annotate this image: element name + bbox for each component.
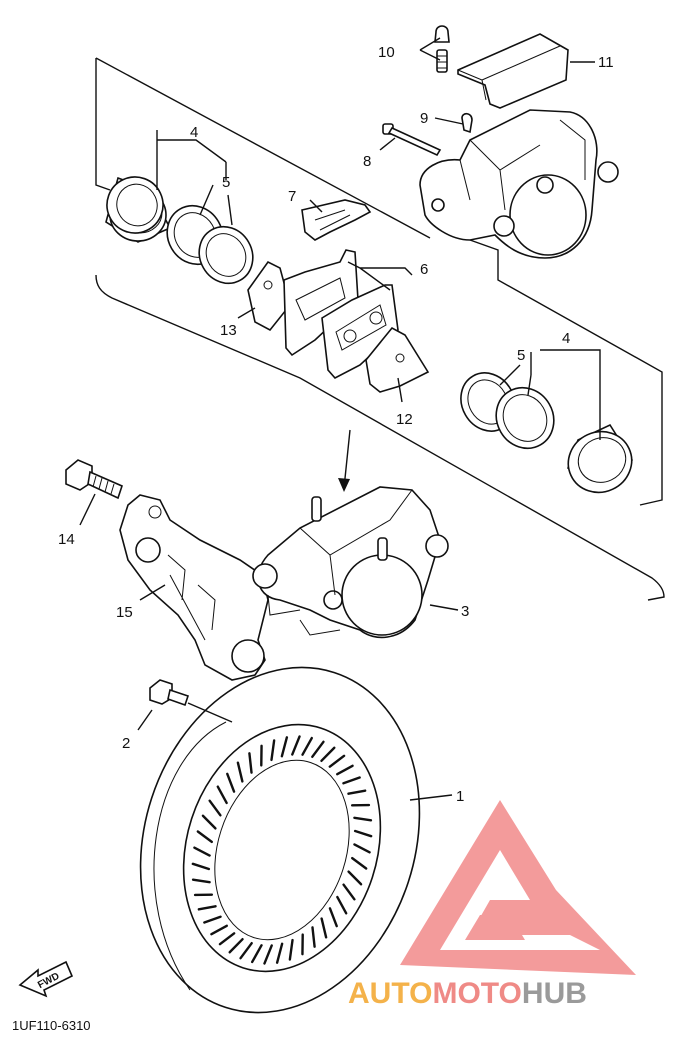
pad-spring [301, 199, 372, 241]
disc-vent-slot [193, 846, 211, 857]
callout-1: 1 [456, 788, 464, 805]
disc-vent-slot [347, 870, 363, 886]
leader-lines [79, 37, 601, 801]
disc-vent-slot [291, 735, 301, 756]
caliper-assembly [252, 486, 449, 639]
bleed-screw [434, 25, 450, 73]
disc-vent-slot [228, 937, 244, 954]
disc-vent-slot [320, 746, 336, 763]
disc-vent-slot [311, 740, 325, 758]
disc-vent-slot [311, 926, 316, 948]
callout-4-right: 4 [562, 330, 570, 347]
disc-vent-slot [301, 736, 314, 756]
fwd-arrow: FWD [18, 960, 74, 998]
disc-vent-slot [191, 878, 211, 884]
callout-5: 5 [222, 174, 230, 191]
disc-vent-slot [336, 895, 348, 915]
brake-pads [283, 249, 399, 379]
watermark-hub: HUB [522, 977, 587, 1010]
disc-vent-slot [248, 752, 253, 774]
watermark-text: AUTOMOTOHUB [348, 977, 587, 1010]
disc-vent-slot [216, 785, 228, 805]
diagram-code: 1UF110-6310 [12, 1018, 91, 1033]
disc-vent-slot [270, 739, 276, 762]
disc-vent-slot [280, 736, 289, 758]
disc-vent-slot [342, 776, 361, 785]
bracket-bolt [65, 459, 123, 500]
callout-4: 4 [190, 124, 198, 141]
callout-15: 15 [116, 604, 133, 621]
clip [461, 112, 473, 134]
caliper-body-exploded [419, 109, 619, 259]
disc-bolt [149, 679, 190, 707]
seals-left [166, 204, 254, 285]
disc-vent-slot [226, 772, 236, 793]
disc-vent-slot [196, 830, 213, 844]
disc-vent-slot [218, 932, 236, 946]
watermark-auto: AUTO [348, 977, 432, 1010]
callout-11: 11 [598, 54, 614, 71]
callout-14: 14 [58, 531, 75, 548]
watermark-moto: MOTO [432, 977, 521, 1010]
callout-5-right: 5 [517, 347, 525, 364]
disc-vent-slot [208, 799, 222, 817]
disc-vent-slot [191, 862, 211, 871]
disc-vent-slot [197, 905, 217, 911]
brake-disc [139, 666, 421, 1014]
disc-vent-slot [351, 856, 368, 870]
disc-vent-slot [353, 829, 373, 838]
disc-vent-slot [353, 816, 373, 822]
disc-vent-slot [250, 944, 263, 964]
disc-vent-slots [191, 735, 373, 965]
caliper-bracket [119, 494, 269, 681]
callout-13: 13 [220, 322, 237, 339]
disc-vent-slot [203, 915, 222, 924]
callouts: 4 5 10 11 9 8 7 6 13 12 4 5 14 15 3 2 1 [58, 44, 614, 805]
callout-6: 6 [420, 261, 428, 278]
callout-9: 9 [420, 110, 428, 127]
assembly-arrow [338, 429, 351, 492]
disc-vent-slot [239, 942, 253, 960]
piston-left [105, 176, 172, 243]
callout-10: 10 [378, 44, 395, 61]
disc-vent-slot [210, 924, 228, 936]
disc-vent-slot [328, 754, 346, 768]
disc-vent-slot [342, 883, 356, 901]
callout-7: 7 [288, 188, 296, 205]
callout-2: 2 [122, 735, 130, 752]
disc-vent-slot [347, 789, 367, 795]
automotohub-logo [400, 800, 636, 975]
disc-vent-slot [320, 917, 328, 939]
pad-pin [382, 123, 442, 157]
callout-12: 12 [396, 411, 413, 428]
disc-vent-slot [236, 761, 244, 783]
disc-vent-slot [263, 944, 273, 965]
disc-vent-slot [275, 942, 284, 964]
caliper-cover [457, 33, 569, 109]
disc-vent-slot [336, 764, 354, 776]
callout-3: 3 [461, 603, 469, 620]
seals-right [460, 372, 555, 450]
callout-8: 8 [363, 153, 371, 170]
piston-right [567, 423, 634, 494]
disc-vent-slot [201, 814, 217, 830]
disc-vent-slot [353, 843, 371, 854]
pad-shim-right [365, 326, 430, 393]
exploded-frame [95, 57, 665, 601]
disc-vent-slot [288, 938, 294, 961]
disc-vent-slot [328, 907, 338, 928]
